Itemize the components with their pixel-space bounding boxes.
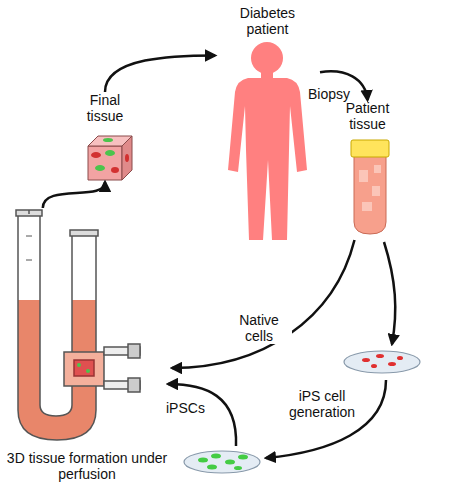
node-label: Final tissue bbox=[75, 92, 135, 124]
step-label: iPSCs bbox=[166, 400, 205, 416]
bioreactor-node: 3D tissue formation under perfusion bbox=[2, 208, 172, 482]
process-arrow bbox=[384, 242, 395, 344]
patient-node: Diabetes patient bbox=[215, 5, 320, 245]
process-arrow bbox=[43, 182, 105, 208]
culture-dish bbox=[344, 351, 420, 373]
process-arrow bbox=[172, 240, 355, 368]
sample-tube bbox=[351, 140, 389, 234]
sample-node: Patient tissue bbox=[335, 100, 400, 240]
tissue-node: Final tissue bbox=[72, 92, 138, 182]
step-label: iPS cell generation bbox=[282, 388, 362, 420]
process-arrow bbox=[105, 55, 215, 92]
step-label: Native cells bbox=[226, 312, 292, 344]
process-arrow bbox=[266, 380, 386, 458]
patient-figure bbox=[228, 42, 307, 240]
node-label: 3D tissue formation under perfusion bbox=[3, 450, 171, 482]
culture-dish bbox=[184, 451, 260, 473]
tissue-cube bbox=[88, 136, 132, 180]
perfusion-bioreactor bbox=[16, 210, 140, 440]
step-label: Biopsy bbox=[306, 86, 352, 102]
node-label: Patient tissue bbox=[335, 100, 400, 132]
node-label: Diabetes patient bbox=[222, 5, 314, 37]
